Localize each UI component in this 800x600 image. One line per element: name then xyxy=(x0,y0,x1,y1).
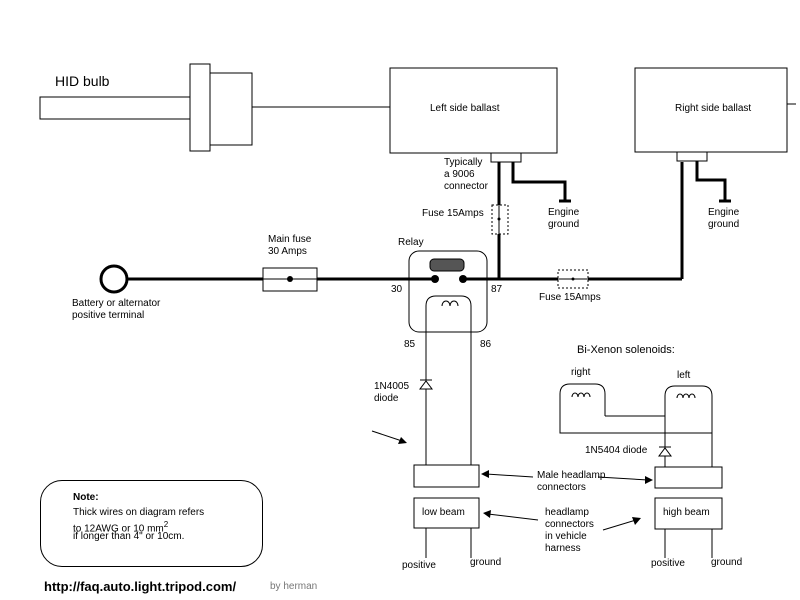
note-line-1: Thick wires on diagram refers xyxy=(73,507,205,518)
high-beam-label: high beam xyxy=(663,507,710,518)
pin-85-label: 85 xyxy=(404,339,416,350)
fuse-15a-left xyxy=(491,204,509,235)
ground-right-label: ground xyxy=(711,557,743,568)
low-beam-box xyxy=(413,497,480,529)
pin-86-label: 86 xyxy=(480,339,492,350)
right-ballast-connector xyxy=(676,151,708,162)
left-ballast-connector xyxy=(490,152,522,163)
right-ballast-label: Right side ballast xyxy=(675,103,752,114)
note-box xyxy=(40,480,263,567)
bixenon-solenoids xyxy=(559,383,713,467)
left-ballast-box xyxy=(389,67,558,154)
engine-ground-left-label: Engine ground xyxy=(548,207,580,230)
relay xyxy=(408,250,488,343)
right-ballast-box xyxy=(634,67,788,153)
note-title: Note: xyxy=(73,492,99,503)
solenoid-left-label: left xyxy=(677,370,691,381)
footer-url[interactable]: http://faq.auto.light.tripod.com/ xyxy=(44,579,237,594)
pointer-arrow xyxy=(371,430,407,444)
bixenon-title: Bi-Xenon solenoids: xyxy=(577,344,675,356)
engine-ground-right-label: Engine ground xyxy=(708,207,740,230)
battery-terminal xyxy=(99,264,129,294)
diode-1n5404 xyxy=(658,446,672,457)
connector-note: Typically a 9006 connector xyxy=(444,157,488,192)
note-line-2: to 12AWG or 10 mm2 xyxy=(73,519,168,535)
ground-left-label: ground xyxy=(470,557,502,568)
fuse-15a-right-label: Fuse 15Amps xyxy=(539,292,601,303)
note-line-3: if longer than 4" or 10cm. xyxy=(73,531,185,542)
fuse-15a-left-label: Fuse 15Amps xyxy=(422,208,484,219)
coil-wires xyxy=(425,343,472,465)
male-connectors-label: Male headlamp connectors xyxy=(537,470,606,493)
solenoid-right-label: right xyxy=(571,367,591,378)
connector-arrows xyxy=(481,470,653,531)
pin-30-label: 30 xyxy=(391,284,403,295)
battery-label: Battery or alternator positive terminal xyxy=(72,298,161,321)
note-line-2-text: to 12AWG or 10 mm xyxy=(73,523,164,535)
note-line-2-sup: 2 xyxy=(163,520,169,529)
fuse-15a-right xyxy=(557,269,589,289)
footer-credit: by herman xyxy=(270,581,318,592)
male-connector-right xyxy=(654,466,723,489)
hid-bulb-label: HID bulb xyxy=(55,73,110,89)
main-fuse-label: Main fuse 30 Amps xyxy=(268,234,312,257)
male-connector-left xyxy=(413,464,480,488)
hid-bulb xyxy=(39,63,390,152)
high-beam-box xyxy=(654,497,723,530)
pin-87-label: 87 xyxy=(491,284,503,295)
low-beam-label: low beam xyxy=(422,507,465,518)
thick-wires xyxy=(128,161,727,281)
diode-1n4005-label: 1N4005 diode xyxy=(374,381,410,404)
diode-1n5404-label: 1N5404 diode xyxy=(585,445,648,456)
harness-connectors-label: headlamp connectors in vehicle harness xyxy=(545,507,594,554)
left-ballast-label: Left side ballast xyxy=(430,103,500,114)
relay-label: Relay xyxy=(398,237,424,248)
positive-right-label: positive xyxy=(651,558,685,569)
positive-left-label: positive xyxy=(402,560,436,571)
diode-1n4005 xyxy=(419,379,433,390)
